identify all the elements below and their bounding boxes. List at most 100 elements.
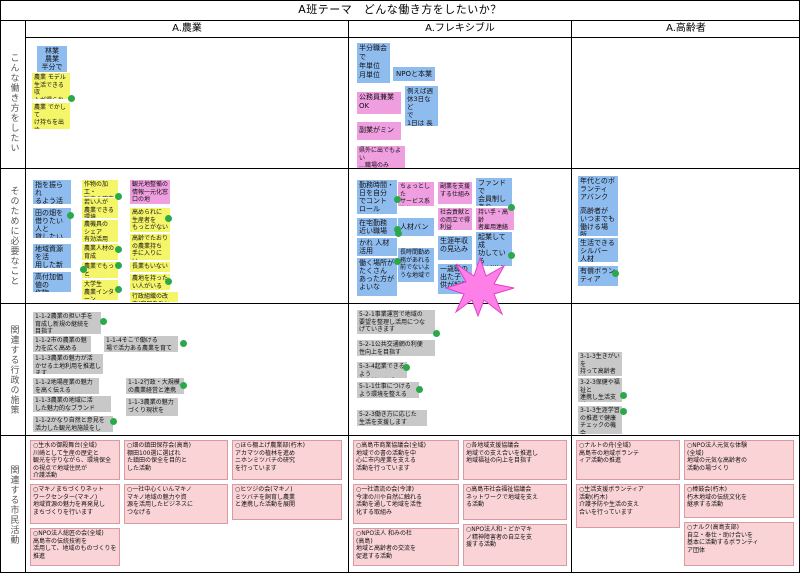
sticky-note[interactable]: 1-1-2市の農業の魅 力を広く高める bbox=[33, 336, 91, 352]
citizen-activity-card[interactable]: ○高島市商業協議会(全域) 地域での書の活動を中 心に市内産業を支える 活動を行… bbox=[353, 440, 459, 480]
sticky-note[interactable]: 公務員兼業 OK bbox=[357, 92, 401, 114]
sticky-note[interactable]: ちょっとした サービス系 資格マッチ bbox=[398, 182, 434, 206]
star-badge-icon bbox=[444, 256, 515, 318]
sticky-note[interactable]: 高付加価値の 作物 bbox=[33, 272, 71, 292]
citizen-activity-card[interactable]: ○マキノまちづくりネット ワークセンター(マキノ) 地域資源の魅力を再発見し ま… bbox=[30, 484, 120, 524]
vote-dot bbox=[110, 418, 117, 425]
row-header-policy: 関連する行政の施策 bbox=[2, 304, 24, 435]
citizen-activity-card[interactable]: ○NPO法人 和みの杜 (高島) 地域と高齢者の交流を 促進する活動 bbox=[353, 528, 459, 566]
sticky-note[interactable]: 在宅勤務 近い職場 bbox=[357, 218, 397, 236]
sticky-note[interactable]: 高められに 生産者を もっとがない bbox=[130, 208, 170, 232]
sticky-note[interactable]: 生涯年収 の見込み bbox=[438, 236, 472, 260]
sticky-note[interactable]: 例えば週 休3日など で 1日は 長時 間も農業 bbox=[405, 86, 438, 126]
row-label: 関連する行政の施策 bbox=[8, 324, 19, 415]
row-header-want: こんな働き方をしたい bbox=[2, 38, 24, 168]
sticky-note[interactable]: 持い手・高齢 者雇用連絡状 況 bbox=[476, 208, 514, 230]
vote-dot bbox=[416, 386, 423, 393]
citizen-activity-card[interactable]: ○一社中心くいんマキノ マキノ地域の魅力や資 源を活用したビジネスに つなげる bbox=[124, 484, 228, 524]
citizen-activity-card[interactable]: ○NPO法人総匠の会(全域) 高島市の伝統技術を 活用して、地域のものづくりを推… bbox=[30, 528, 120, 566]
sticky-note[interactable]: 生活できる シルバー 人材 bbox=[578, 238, 618, 262]
sticky-note[interactable]: 1-1-2行政・大規模 の農業経営と連携 bbox=[126, 378, 184, 394]
vote-dot bbox=[115, 246, 122, 253]
sticky-note[interactable]: 副業を支援 する仕組み bbox=[438, 182, 472, 204]
sticky-note[interactable]: 人材バンク bbox=[398, 218, 434, 236]
citizen-activity-card[interactable]: ○畑の鎮田保存会(高島) 棚田100選に選ばれ た鎮田の保全を目的と した活動 bbox=[124, 440, 228, 480]
sticky-note[interactable]: 1-1-3農業の魅力 づくり現状を bbox=[126, 398, 178, 416]
sticky-note[interactable]: 農業でもっと 儲けられる仕組み bbox=[82, 262, 118, 278]
sticky-note[interactable]: 作物の加工・ 販売の確立 bbox=[82, 180, 118, 197]
divider bbox=[0, 168, 800, 169]
divider bbox=[571, 20, 572, 573]
sticky-note[interactable]: 長業もいない bbox=[130, 262, 170, 272]
sticky-note[interactable]: 高齢でたおり の農業持ち 手に入りに い bbox=[130, 234, 170, 260]
sticky-note[interactable]: 1-1-2農業の担い手を 育成し新規の継続を 目指す bbox=[33, 312, 101, 334]
column-header-elderly: A.高齢者 bbox=[666, 23, 706, 34]
sticky-note[interactable]: 農機具の シェア 有効活用 bbox=[82, 220, 118, 242]
sticky-note[interactable]: 1-1-4そこで働ける 場で活力ある農業を育てる bbox=[104, 336, 178, 352]
sticky-note[interactable]: 観光地整備の 情報一元化窓 口の地 bbox=[130, 180, 170, 204]
sticky-note[interactable]: 半分職会 で 年単位 月単位 bbox=[357, 43, 390, 83]
sticky-note[interactable]: 有償ボラン ティア bbox=[578, 266, 618, 286]
column-header-agriculture: A.農業 bbox=[172, 23, 202, 34]
sticky-note[interactable]: 3-2-3保健や福祉と 連携し生活支援 を行います bbox=[578, 378, 622, 402]
sticky-note[interactable]: 行政組織の改 変(窓口をひと つにする)ワンス トップ化 bbox=[130, 292, 178, 302]
sticky-note[interactable]: 農業 モデル 生活できる収 入が得られる bbox=[32, 73, 70, 99]
citizen-activity-card[interactable]: ○高島市社会福祉協議会 ネットワークで地域を支え る活動 bbox=[463, 484, 567, 520]
citizen-activity-card[interactable]: ○NPO法人元気な体験 (全域) 地域の元気な高齢者の 活動の場づくり bbox=[684, 440, 794, 480]
sticky-note[interactable]: 大学生 農業インターン で入れる bbox=[82, 280, 118, 300]
sticky-note[interactable]: 3-1-3生涯学習 の推進で健康 チェックの機会 を提供します bbox=[578, 406, 622, 434]
vote-dot bbox=[620, 392, 627, 399]
citizen-activity-card[interactable]: ○各地域支援協議会 地域での支え合いを推進し 地域福祉の向上を目指す bbox=[463, 440, 567, 480]
sticky-note[interactable]: 社会貢献と の両立で得 利益 bbox=[438, 208, 472, 230]
sticky-note[interactable]: 働く場所が たくさん あった方が よいな bbox=[357, 258, 397, 296]
sticky-note[interactable]: 農地を持った い人がいる bbox=[130, 274, 170, 290]
sticky-note[interactable]: 3-1-3生きがいを 持って高齢者が 活躍できる場 bbox=[578, 352, 622, 376]
sticky-note[interactable]: 農業 でかして け持ちを出ゆ る bbox=[32, 103, 70, 129]
sticky-note[interactable]: 農業人材の 育成 bbox=[82, 244, 118, 260]
divider bbox=[0, 20, 800, 21]
sticky-note[interactable]: 県外に出でもよ い …職場のみ bbox=[357, 146, 405, 168]
row-header-needs: そのために必要なこと bbox=[2, 169, 24, 303]
sticky-note[interactable]: 指を振られ るよう活動 を整える bbox=[33, 180, 71, 204]
citizen-activity-card[interactable]: ○ヒツジの会(マキノ) ミツバチを飼育し農業 と連携した活動を展開 bbox=[232, 484, 342, 520]
sticky-note[interactable]: ファンドで 会員制し あり bbox=[476, 178, 512, 206]
citizen-activity-card[interactable]: ○ナルク(高島支部) 自立・奉仕・助け合いを 基本に活動するボランティ ア団体 bbox=[684, 522, 794, 566]
sticky-note[interactable]: 5-2-3働き方に応じた 生活を支援します bbox=[357, 410, 427, 426]
sticky-note[interactable]: 5-1-1仕事につける よう環境を整える bbox=[357, 382, 419, 398]
sticky-note[interactable]: 地域資源を活 用した新しい 農業 bbox=[33, 244, 71, 268]
sticky-note[interactable]: 年代とのボランティ アバンク bbox=[578, 176, 618, 206]
sticky-note[interactable]: 長時間勤め 務があれる 前でないよ うな地域で bbox=[398, 248, 434, 282]
sticky-note[interactable]: 5-2-1事業運営で地域の 要望を整理し活用につな げていきます bbox=[357, 310, 435, 334]
sticky-note[interactable]: 高齢者が いつまでも 働ける場 所 bbox=[578, 206, 618, 236]
sticky-note[interactable]: 起業して成 功している 人が増え る bbox=[476, 232, 512, 266]
sticky-note[interactable]: 田の畑を 借りたい人と 貸したい人の マッチング bbox=[33, 208, 71, 238]
citizen-activity-card[interactable]: ○NPO法人和・どかマキ ノ精神障害者の自立を支 援する活動 bbox=[463, 524, 567, 566]
column-header-flexible: A.フレキシブル bbox=[425, 23, 495, 34]
vote-dot bbox=[115, 262, 122, 269]
sticky-note[interactable]: 1-1-2地場産業の魅力 を高く伝える bbox=[33, 378, 99, 394]
citizen-activity-card[interactable]: ○ナルトの舟(全域) 高島市の地域ボランテ ィア活動の推進 bbox=[576, 440, 680, 480]
sticky-note[interactable]: 1-1-3農業の地域に活 した魅力的なブランド bbox=[33, 396, 111, 412]
sticky-note[interactable]: かれ 人材 活用 bbox=[357, 238, 397, 256]
vote-dot bbox=[100, 318, 107, 325]
vote-dot bbox=[394, 258, 401, 265]
vote-dot bbox=[67, 212, 74, 219]
sticky-note[interactable]: 若い人が 農業できる 環境 bbox=[82, 198, 118, 218]
sticky-note[interactable]: 1-1-2かなり自然と意見を 活力した観光地施設をし ます bbox=[33, 416, 113, 432]
sticky-note[interactable]: 1-1-3農業の魅力が活 かせる土地利用を推進し ます bbox=[33, 354, 103, 374]
sticky-note[interactable]: NPOと本業 bbox=[393, 67, 435, 81]
citizen-activity-card[interactable]: ○一社清流の会(今津) 今津の川や自然に触れる 活動を通して地域を活性 化する取… bbox=[353, 484, 459, 524]
citizen-activity-card[interactable]: ○ほら棚上げ農業部(朽木) アカマツの植林を進め ニホンミツバチの研究 を行って… bbox=[232, 440, 342, 480]
vote-dot bbox=[115, 286, 122, 293]
citizen-activity-card[interactable]: ○生活支援ボランティア 活動(朽木) 介護予防や生活の支え 合いを行っています bbox=[576, 484, 680, 528]
sticky-note[interactable]: 林業 農業 半分で bbox=[37, 46, 67, 72]
sticky-note[interactable]: 勤務時間・ 日を自分 でコント ロール bbox=[357, 180, 397, 214]
citizen-activity-card[interactable]: ○棒鼓会(朽木) 朽木地域の伝統文化を 継承する活動 bbox=[684, 484, 794, 518]
sticky-note[interactable]: 5-2-1公共交通網の利便 性向上を目指す bbox=[357, 340, 435, 356]
vote-dot bbox=[165, 278, 172, 285]
citizen-activity-card[interactable]: ○生水の御殿舞台(全域) 川崎として生産の歴史と 観光を守りながら、環境保全 の… bbox=[30, 440, 120, 480]
sticky-note[interactable]: 5-3-4起業できるよう な人材の育成 bbox=[357, 362, 407, 378]
sticky-note[interactable]: 副業がミン bbox=[357, 122, 401, 140]
divider bbox=[0, 303, 800, 304]
row-label: そのために必要なこと bbox=[8, 186, 19, 286]
